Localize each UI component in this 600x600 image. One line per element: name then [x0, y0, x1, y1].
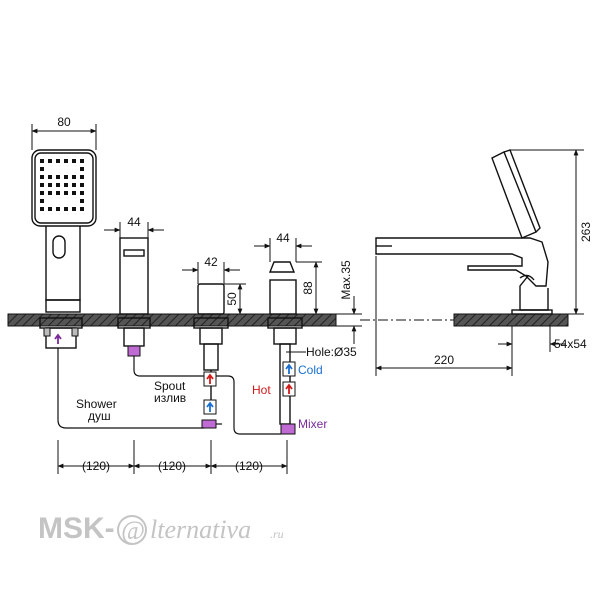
- label-shower-ru: душ: [88, 409, 111, 423]
- watermark-logo: MSK- @ lternativa .ru: [38, 512, 284, 545]
- dim-spacing-1: (120): [82, 459, 110, 473]
- side-faucet: [375, 149, 553, 315]
- dimension-lines: [31, 124, 362, 474]
- dim-spacing-3: (120): [235, 459, 263, 473]
- label-hot: Hot: [252, 383, 271, 397]
- watermark-tld: .ru: [270, 527, 284, 541]
- watermark-left: MSK-: [38, 512, 115, 545]
- label-mixer: Mixer: [298, 417, 327, 431]
- watermark-right: lternativa: [150, 515, 251, 544]
- dim-hole: Hole:Ø35: [306, 345, 357, 359]
- shower-base-nuts: [43, 327, 79, 337]
- dim-spacing-2: (120): [158, 459, 186, 473]
- dim-handle-height: 88: [301, 281, 315, 295]
- mixer-body: [193, 283, 229, 410]
- dim-mixer-width: 42: [204, 255, 218, 269]
- side-deck-slab: [453, 313, 569, 327]
- mixer-pipes: [201, 371, 217, 429]
- dim-deck-max: Max.35: [339, 260, 353, 300]
- dim-shower-width: 80: [57, 115, 71, 129]
- dim-mixer-height: 50: [225, 292, 239, 306]
- label-spout-ru: излив: [154, 391, 186, 405]
- label-cold: Cold: [298, 363, 323, 377]
- dim-side-height: 263: [579, 222, 593, 242]
- hose-lines: [57, 348, 281, 435]
- watermark-at: @: [121, 516, 145, 545]
- dim-spout-width: 44: [127, 215, 141, 229]
- dim-handle-width: 44: [276, 231, 290, 245]
- deck-slab: [7, 313, 337, 327]
- shower-inlet-arrow-icon: [54, 333, 62, 344]
- side-dimension-lines: [375, 149, 584, 376]
- handle-body: [267, 261, 303, 425]
- dim-side-length: 220: [434, 353, 454, 367]
- dim-base-size: 54x54: [554, 337, 587, 351]
- spout-inlet-icon: [127, 345, 141, 357]
- shower-nozzle-grid: [40, 159, 84, 211]
- spout: [117, 237, 151, 347]
- label-spout-en: Spout: [154, 379, 186, 393]
- hand-shower: [31, 149, 97, 349]
- handle-pipes: [280, 361, 296, 435]
- label-shower-en: Shower: [76, 397, 117, 411]
